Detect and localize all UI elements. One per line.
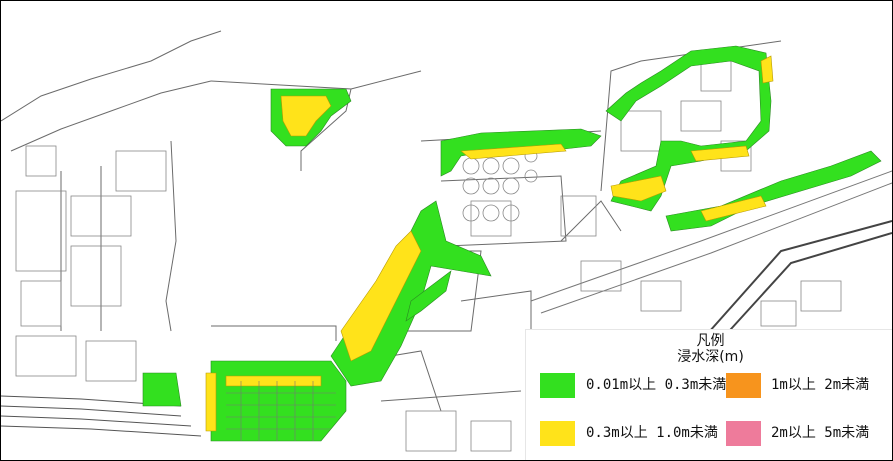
legend-label-green: 0.01m以上 0.3m未満 <box>586 377 727 393</box>
legend-label-pink: 2m以上 5m未満 <box>771 425 870 441</box>
legend-title: 凡例 <box>696 333 725 349</box>
flood-area-yellow <box>205 55 774 432</box>
legend-swatch-green <box>540 373 575 398</box>
legend-label-orange: 1m以上 2m未満 <box>771 377 870 393</box>
housing-grid <box>226 381 336 441</box>
legend-swatch-yellow <box>540 421 575 446</box>
legend-swatch-orange <box>726 373 761 398</box>
legend-swatch-pink <box>726 421 761 446</box>
base-map-lines <box>1 30 892 437</box>
legend-subtitle: 浸水深(m) <box>677 349 744 365</box>
map-legend: 凡例 浸水深(m) 0.01m以上 0.3m未満 1m以上 2m未満 0.3m以… <box>525 329 892 460</box>
building-blocks <box>15 60 842 452</box>
legend-label-yellow: 0.3m以上 1.0m未満 <box>586 425 718 441</box>
